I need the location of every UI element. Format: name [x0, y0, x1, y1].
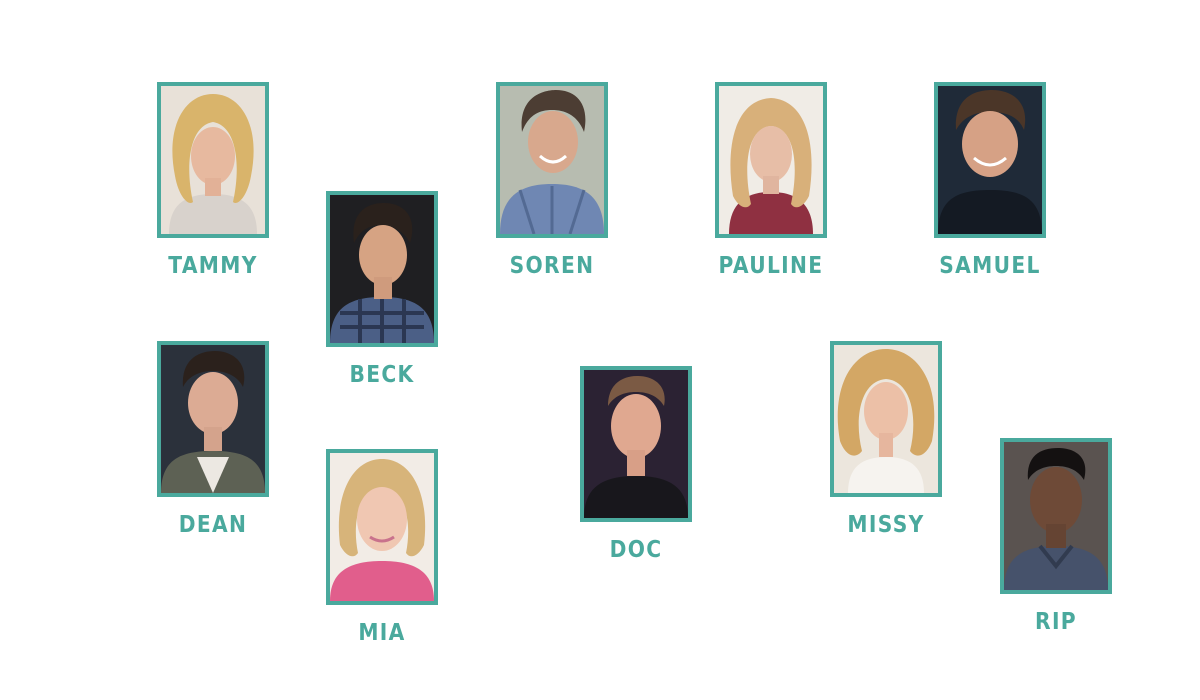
cast-name: RIP [1035, 609, 1077, 635]
cast-card-missy[interactable]: MISSY [830, 341, 942, 537]
cast-card-doc[interactable]: DOC [580, 366, 692, 562]
headshot-frame [496, 82, 608, 238]
cast-name: MIA [358, 620, 406, 646]
cast-card-pauline[interactable]: PAULINE [715, 82, 827, 278]
headshot-photo-soren [500, 86, 604, 234]
headshot-photo-mia [330, 453, 434, 601]
headshot-photo-rip [1004, 442, 1108, 590]
cast-card-mia[interactable]: MIA [326, 449, 438, 645]
headshot-frame [1000, 438, 1112, 594]
headshot-photo-dean [161, 345, 265, 493]
cast-card-dean[interactable]: DEAN [157, 341, 269, 537]
cast-name: DOC [609, 537, 663, 563]
cast-card-samuel[interactable]: SAMUEL [934, 82, 1046, 278]
cast-card-rip[interactable]: RIP [1000, 438, 1112, 634]
cast-name: BECK [349, 362, 415, 388]
cast-name: MISSY [847, 512, 925, 538]
headshot-frame [715, 82, 827, 238]
headshot-photo-beck [330, 195, 434, 343]
headshot-frame [830, 341, 942, 497]
headshot-frame [326, 191, 438, 347]
headshot-frame [580, 366, 692, 522]
headshot-photo-samuel [938, 86, 1042, 234]
cast-card-tammy[interactable]: TAMMY [157, 82, 269, 278]
cast-name: PAULINE [718, 253, 824, 279]
cast-name: SOREN [509, 253, 595, 279]
headshot-frame [157, 341, 269, 497]
headshot-photo-tammy [161, 86, 265, 234]
headshot-frame [326, 449, 438, 605]
headshot-frame [934, 82, 1046, 238]
cast-card-soren[interactable]: SOREN [496, 82, 608, 278]
headshot-photo-pauline [719, 86, 823, 234]
headshot-photo-missy [834, 345, 938, 493]
headshot-frame [157, 82, 269, 238]
cast-name: DEAN [178, 512, 248, 538]
headshot-photo-doc [584, 370, 688, 518]
cast-card-beck[interactable]: BECK [326, 191, 438, 387]
cast-name: SAMUEL [939, 253, 1041, 279]
cast-name: TAMMY [168, 253, 258, 279]
